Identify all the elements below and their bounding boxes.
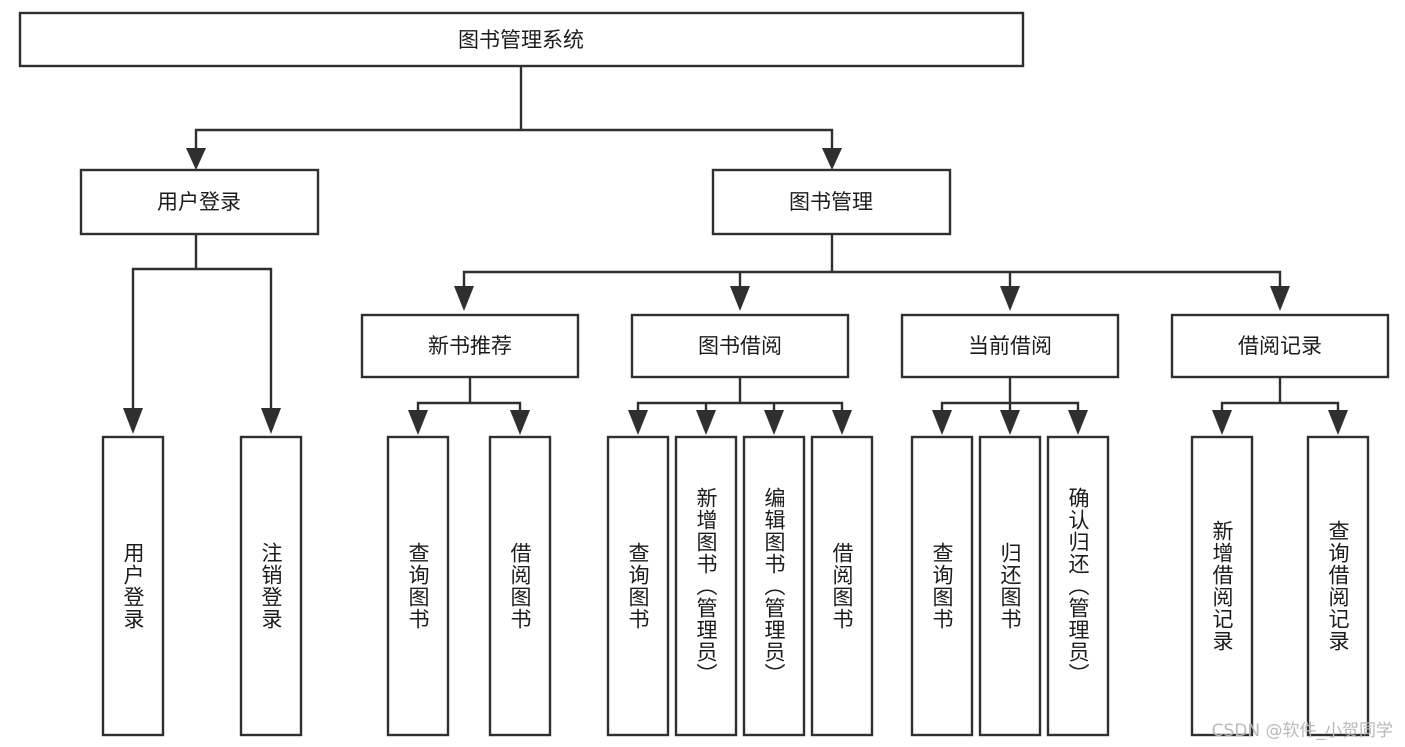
node-root[interactable]: 图书管理系统 xyxy=(18,11,1025,68)
arrow-br-leaf-1 xyxy=(1212,410,1232,435)
arrow-to-book-manage xyxy=(822,148,842,170)
leaf-book-borrow-1[interactable]: 查询图书 xyxy=(606,435,670,737)
node-borrow-record-box[interactable] xyxy=(1170,313,1390,379)
leaf-user-login-1-label: 用户登录 xyxy=(121,542,145,630)
connector-root-branch xyxy=(194,64,834,154)
leaf-borrow-record-1-label: 新增借阅记录 xyxy=(1210,520,1234,652)
arrow-br-leaf-2 xyxy=(1328,410,1348,435)
connectors-new-book-recommend-to-leaves xyxy=(408,375,530,435)
arrow-nbr-leaf-1 xyxy=(408,410,428,435)
connectors-book-borrow-to-leaves xyxy=(628,375,852,435)
leaf-book-borrow-3-label: 编辑图书（管理员） xyxy=(762,487,786,685)
leaf-book-borrow-2[interactable]: 新增图书（管理员） xyxy=(674,435,738,737)
arrow-bb-leaf-2 xyxy=(696,410,716,435)
arrow-cb-leaf-3 xyxy=(1068,410,1088,435)
connector-book-borrow-branch xyxy=(636,375,844,415)
leaf-current-borrow-3-label: 确认归还（管理员） xyxy=(1066,487,1090,685)
connectors-current-borrow-to-leaves xyxy=(932,375,1088,435)
arrow-to-current-borrow xyxy=(1000,286,1020,311)
leaf-new-book-recommend-1-label: 查询图书 xyxy=(406,542,430,630)
node-book-borrow[interactable]: 图书借阅 xyxy=(630,313,850,379)
node-user-login-box[interactable] xyxy=(79,168,320,236)
leaf-book-borrow-4[interactable]: 借阅图书 xyxy=(810,435,874,737)
leaf-borrow-record-1-box[interactable] xyxy=(1190,435,1254,737)
leaf-user-login-1[interactable]: 用户登录 xyxy=(101,435,165,737)
leaf-book-borrow-3[interactable]: 编辑图书（管理员） xyxy=(742,435,806,737)
arrow-bb-leaf-3 xyxy=(764,410,784,435)
node-root-label: 图书管理系统 xyxy=(458,28,584,52)
node-new-book-recommend[interactable]: 新书推荐 xyxy=(360,313,580,379)
leaf-borrow-record-2[interactable]: 查询借阅记录 xyxy=(1306,435,1370,737)
node-borrow-record[interactable]: 借阅记录 xyxy=(1170,313,1390,379)
node-book-borrow-label: 图书借阅 xyxy=(698,334,782,358)
arrow-user-login-leaf-2 xyxy=(261,408,281,434)
leaf-current-borrow-1[interactable]: 查询图书 xyxy=(910,435,974,737)
leaf-new-book-recommend-2-label: 借阅图书 xyxy=(508,542,532,630)
connectors-root-to-level2 xyxy=(186,64,842,170)
leaf-book-borrow-4-box[interactable] xyxy=(810,435,874,737)
leaf-current-borrow-1-label: 查询图书 xyxy=(930,542,954,630)
leaf-current-borrow-1-box[interactable] xyxy=(910,435,974,737)
leaf-user-login-2[interactable]: 注销登录 xyxy=(239,435,303,737)
leaf-book-borrow-1-label: 查询图书 xyxy=(626,542,650,630)
leaf-new-book-recommend-2[interactable]: 借阅图书 xyxy=(488,435,552,737)
arrow-nbr-leaf-2 xyxy=(510,410,530,435)
arrow-to-new-book-recommend xyxy=(454,286,474,311)
leaf-borrow-record-2-label: 查询借阅记录 xyxy=(1326,520,1350,652)
node-borrow-record-label: 借阅记录 xyxy=(1238,334,1322,358)
node-current-borrow-box[interactable] xyxy=(900,313,1120,379)
node-new-book-recommend-box[interactable] xyxy=(360,313,580,379)
leaf-borrow-record-1[interactable]: 新增借阅记录 xyxy=(1190,435,1254,737)
leaf-book-borrow-2-label: 新增图书（管理员） xyxy=(694,487,718,685)
leaf-current-borrow-3-box[interactable] xyxy=(1046,435,1110,737)
leaf-current-borrow-2-box[interactable] xyxy=(978,435,1042,737)
connectors-user-login-to-leaves xyxy=(123,232,281,434)
arrow-cb-leaf-1 xyxy=(932,410,952,435)
leaf-book-borrow-1-box[interactable] xyxy=(606,435,670,737)
node-current-borrow[interactable]: 当前借阅 xyxy=(900,313,1120,379)
arrow-user-login-leaf-1 xyxy=(123,408,143,434)
connector-book-manage-branch xyxy=(462,232,1282,290)
leaf-current-borrow-2-label: 归还图书 xyxy=(998,542,1022,630)
node-book-manage-box[interactable] xyxy=(711,168,952,236)
connectors-borrow-record-to-leaves xyxy=(1212,375,1348,435)
node-book-borrow-box[interactable] xyxy=(630,313,850,379)
leaf-borrow-record-2-box[interactable] xyxy=(1306,435,1370,737)
leaf-book-borrow-3-box[interactable] xyxy=(742,435,806,737)
leaf-new-book-recommend-1[interactable]: 查询图书 xyxy=(386,435,450,737)
node-user-login[interactable]: 用户登录 xyxy=(79,168,320,236)
arrow-bb-leaf-1 xyxy=(628,410,648,435)
arrow-to-book-borrow xyxy=(730,286,750,311)
connector-new-book-recommend-branch xyxy=(416,375,522,415)
connector-borrow-record-branch xyxy=(1220,375,1340,415)
leaf-user-login-2-label: 注销登录 xyxy=(259,542,283,630)
connectors-book-manage-to-level3 xyxy=(454,232,1290,311)
connector-current-borrow-branch xyxy=(940,375,1080,415)
leaf-user-login-2-box[interactable] xyxy=(239,435,303,737)
leaf-book-borrow-2-box[interactable] xyxy=(674,435,738,737)
node-new-book-recommend-label: 新书推荐 xyxy=(428,334,512,358)
leaf-new-book-recommend-2-box[interactable] xyxy=(488,435,552,737)
leaf-new-book-recommend-1-box[interactable] xyxy=(386,435,450,737)
arrow-bb-leaf-4 xyxy=(832,410,852,435)
leaf-current-borrow-3[interactable]: 确认归还（管理员） xyxy=(1046,435,1110,737)
leaf-user-login-1-box[interactable] xyxy=(101,435,165,737)
node-current-borrow-label: 当前借阅 xyxy=(968,334,1052,358)
leaf-book-borrow-4-label: 借阅图书 xyxy=(830,542,854,630)
connector-user-login-branch xyxy=(131,232,273,414)
arrow-to-borrow-record xyxy=(1270,286,1290,311)
leaf-current-borrow-2[interactable]: 归还图书 xyxy=(978,435,1042,737)
arrow-to-user-login xyxy=(186,148,206,170)
arrow-cb-leaf-2 xyxy=(1000,410,1020,435)
node-book-manage-label: 图书管理 xyxy=(789,190,873,214)
node-root-box[interactable] xyxy=(18,11,1025,68)
node-user-login-label: 用户登录 xyxy=(157,190,241,214)
node-book-manage[interactable]: 图书管理 xyxy=(711,168,952,236)
